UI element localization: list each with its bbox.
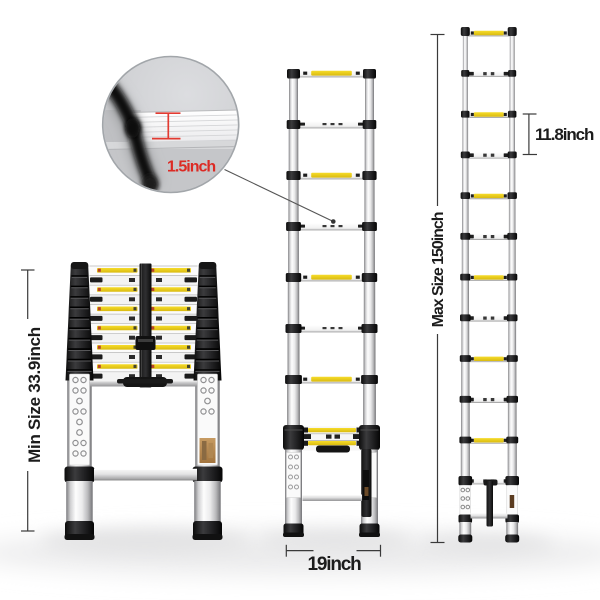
svg-text:Max Size 150inch: Max Size 150inch bbox=[430, 212, 447, 327]
svg-text:19inch: 19inch bbox=[308, 554, 362, 575]
svg-text:1.5inch: 1.5inch bbox=[167, 159, 215, 176]
svg-text:Min Size 33.9inch: Min Size 33.9inch bbox=[25, 327, 44, 463]
svg-text:11.8inch: 11.8inch bbox=[535, 125, 594, 144]
